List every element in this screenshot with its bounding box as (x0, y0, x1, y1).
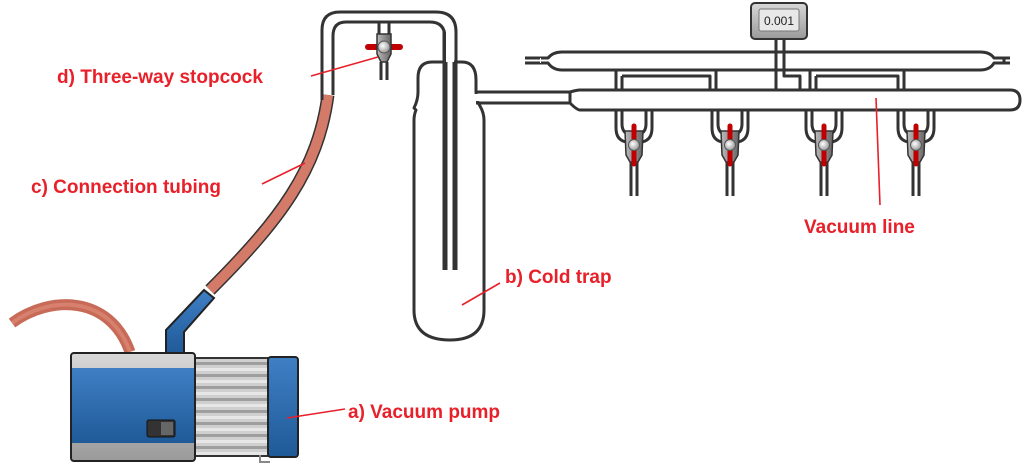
motor-fin (193, 422, 269, 425)
motor-fin (193, 362, 269, 365)
schlenk-stopcock[interactable] (614, 110, 654, 196)
label-vacuum-line: Vacuum line (804, 217, 915, 238)
motor-fin (193, 452, 269, 455)
schlenk-stopcock[interactable] (710, 110, 750, 196)
motor-fin (193, 440, 269, 443)
motor-fin (193, 434, 269, 437)
label-vacuum-pump: a) Vacuum pump (348, 402, 500, 423)
motor-fin (193, 398, 269, 401)
label-connection-tubing: c) Connection tubing (31, 177, 221, 198)
motor-fin (193, 386, 269, 389)
motor-fin (193, 368, 269, 371)
connection-tubing (8, 94, 335, 355)
leader-b (461, 282, 501, 306)
vacuum-gauge: 0.001 (750, 2, 808, 40)
motor-fin (193, 392, 269, 395)
motor-fin (193, 374, 269, 377)
motor-fin (193, 416, 269, 419)
vacuum-line (525, 28, 1022, 112)
leader-c (261, 162, 306, 185)
motor-fin (193, 380, 269, 383)
leader-a (286, 408, 346, 419)
three-way-stopcock[interactable] (365, 33, 403, 63)
motor-fin (193, 410, 269, 413)
motor-fin (193, 446, 269, 449)
label-cold-trap: b) Cold trap (505, 267, 612, 288)
vacuum-pump[interactable] (70, 288, 299, 463)
schlenk-stopcock[interactable] (804, 110, 844, 196)
leader-e (875, 97, 881, 206)
leader-d (310, 56, 379, 77)
schlenk-stopcock[interactable] (896, 110, 936, 196)
schlenk-stopcocks (614, 110, 936, 196)
motor-fin (193, 428, 269, 431)
gauge-reading: 0.001 (764, 14, 794, 28)
cold-trap (412, 30, 570, 342)
label-three-way-stopcock: d) Three-way stopcock (57, 67, 263, 88)
motor-fin (193, 404, 269, 407)
